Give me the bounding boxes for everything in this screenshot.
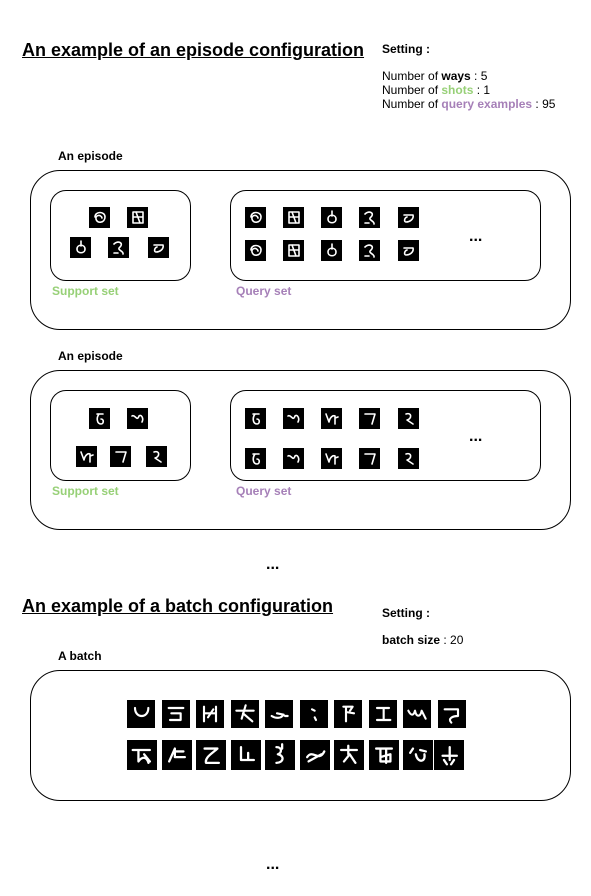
character-thumbnail — [110, 446, 131, 467]
character-thumbnail — [321, 408, 342, 429]
episode-setting-heading: Setting : — [382, 42, 430, 56]
support-set-box — [50, 190, 191, 281]
character-thumbnail — [438, 700, 466, 728]
character-thumbnail — [300, 700, 328, 728]
character-thumbnail — [70, 237, 91, 258]
support-set-box — [50, 390, 191, 481]
character-thumbnail — [369, 740, 399, 770]
character-thumbnail — [108, 237, 129, 258]
character-thumbnail — [369, 700, 397, 728]
character-thumbnail — [162, 740, 192, 770]
character-thumbnail — [231, 700, 259, 728]
character-thumbnail — [403, 740, 433, 770]
character-thumbnail — [403, 700, 431, 728]
character-thumbnail — [398, 408, 419, 429]
more-episodes-ellipsis: ... — [266, 556, 280, 573]
character-thumbnail — [146, 446, 167, 467]
character-thumbnail — [76, 446, 97, 467]
character-thumbnail — [321, 240, 342, 261]
character-thumbnail — [89, 207, 110, 228]
episode-config-title: An example of an episode configuration — [22, 40, 365, 60]
query-set-box — [230, 190, 541, 281]
character-thumbnail — [283, 207, 304, 228]
character-thumbnail — [359, 448, 380, 469]
character-thumbnail — [283, 448, 304, 469]
episode-box — [30, 170, 571, 330]
character-thumbnail — [321, 448, 342, 469]
character-thumbnail — [300, 740, 330, 770]
more-batches-ellipsis: ... — [266, 856, 280, 873]
character-thumbnail — [398, 207, 419, 228]
character-thumbnail — [245, 408, 266, 429]
query-setting: Number of query examples : 95 — [382, 97, 556, 111]
character-thumbnail — [245, 207, 266, 228]
query-set-label: Query set — [236, 484, 292, 498]
character-thumbnail — [334, 700, 362, 728]
shots-setting: Number of shots : 1 — [382, 83, 491, 97]
character-thumbnail — [398, 448, 419, 469]
character-thumbnail — [283, 240, 304, 261]
character-thumbnail — [245, 240, 266, 261]
batch-setting-heading: Setting : — [382, 606, 430, 620]
character-thumbnail — [196, 740, 226, 770]
batch-config-title: An example of a batch configuration — [22, 596, 334, 616]
character-thumbnail — [127, 700, 155, 728]
query-more-ellipsis: ... — [469, 228, 483, 245]
character-thumbnail — [265, 700, 293, 728]
episode-box — [30, 370, 571, 530]
support-set-label: Support set — [52, 284, 119, 298]
character-thumbnail — [434, 740, 464, 770]
character-thumbnail — [334, 740, 364, 770]
character-thumbnail — [265, 740, 295, 770]
character-thumbnail — [89, 408, 110, 429]
query-set-box — [230, 390, 541, 481]
character-thumbnail — [359, 240, 380, 261]
character-thumbnail — [359, 207, 380, 228]
character-thumbnail — [162, 700, 190, 728]
character-thumbnail — [127, 740, 157, 770]
support-set-label: Support set — [52, 484, 119, 498]
query-set-label: Query set — [236, 284, 292, 298]
character-thumbnail — [359, 408, 380, 429]
ways-setting: Number of ways : 5 — [382, 69, 488, 83]
batch-box — [30, 670, 571, 801]
character-thumbnail — [231, 740, 261, 770]
batch-label: A batch — [58, 649, 102, 663]
episode-label: An episode — [58, 349, 123, 363]
character-thumbnail — [283, 408, 304, 429]
character-thumbnail — [321, 207, 342, 228]
character-thumbnail — [127, 207, 148, 228]
character-thumbnail — [398, 240, 419, 261]
batch-size-setting: batch size : 20 — [382, 633, 464, 647]
character-thumbnail — [196, 700, 224, 728]
episode-label: An episode — [58, 149, 123, 163]
query-more-ellipsis: ... — [469, 428, 483, 445]
character-thumbnail — [127, 408, 148, 429]
character-thumbnail — [245, 448, 266, 469]
character-thumbnail — [148, 237, 169, 258]
